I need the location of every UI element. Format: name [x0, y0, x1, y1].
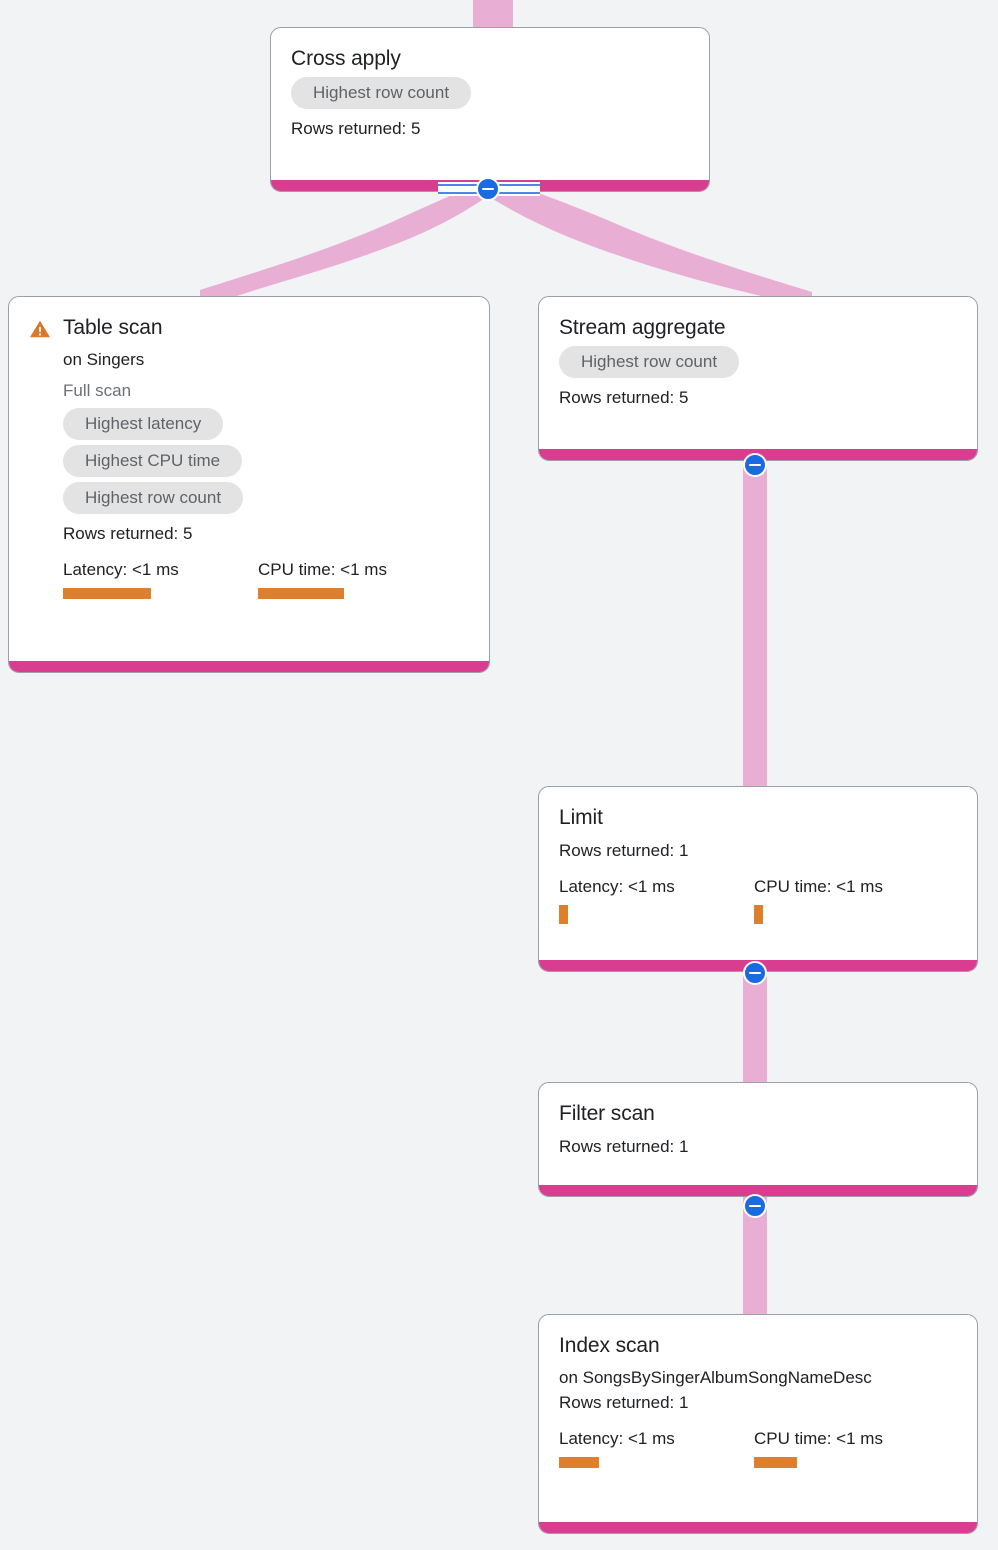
metric-cpu: CPU time: <1 ms — [754, 876, 883, 924]
edge-streamaggregate-limit — [743, 460, 767, 790]
badge-list: Highest row count — [291, 77, 689, 109]
warning-triangle-icon — [29, 320, 51, 338]
node-cross-apply[interactable]: Cross apply Highest row count Rows retur… — [270, 27, 710, 192]
badge-highest-cpu-time: Highest CPU time — [63, 445, 243, 477]
badge-highest-row-count: Highest row count — [559, 346, 740, 378]
node-body: Stream aggregate Highest row count Rows … — [539, 297, 977, 449]
rows-returned: Rows returned: 5 — [559, 388, 689, 407]
metric-latency-label: Latency: <1 ms — [63, 560, 179, 579]
node-body: Limit Rows returned: 1 Latency: <1 ms CP… — [539, 787, 977, 960]
node-header: Table scan — [29, 314, 469, 341]
node-table-scan[interactable]: Table scan on Singers Full scan Highest … — [8, 296, 490, 673]
edge-crossapply-tablescan — [200, 180, 488, 302]
node-scan-type: Full scan — [63, 381, 132, 400]
node-title: Table scan — [63, 316, 163, 339]
badge-highest-row-count: Highest row count — [291, 77, 472, 109]
node-header: Filter scan — [559, 1100, 957, 1127]
node-title: Index scan — [559, 1334, 660, 1357]
rows-returned: Rows returned: 5 — [291, 119, 421, 138]
node-footer-bar — [9, 661, 489, 672]
node-limit[interactable]: Limit Rows returned: 1 Latency: <1 ms CP… — [538, 786, 978, 972]
node-body: Filter scan Rows returned: 1 — [539, 1083, 977, 1185]
node-subtitle: on SongsBySingerAlbumSongNameDesc — [559, 1368, 872, 1387]
node-footer-bar — [539, 1185, 977, 1196]
collapse-toggle-filter-scan[interactable] — [743, 1194, 767, 1218]
node-stream-aggregate[interactable]: Stream aggregate Highest row count Rows … — [538, 296, 978, 461]
badge-highest-row-count: Highest row count — [63, 482, 244, 514]
metric-cpu-label: CPU time: <1 ms — [754, 1429, 883, 1448]
rows-returned: Rows returned: 1 — [559, 1393, 689, 1412]
rows-returned: Rows returned: 1 — [559, 1137, 689, 1156]
node-filter-scan[interactable]: Filter scan Rows returned: 1 — [538, 1082, 978, 1197]
metric-latency-bar — [559, 1457, 599, 1468]
edge-incoming-top — [473, 0, 513, 30]
badge-list: Highest latency Highest CPU time Highest… — [63, 408, 469, 514]
metrics-row: Latency: <1 ms CPU time: <1 ms — [559, 1428, 957, 1468]
node-header: Cross apply — [291, 45, 689, 72]
metric-latency-label: Latency: <1 ms — [559, 1429, 675, 1448]
badge-highest-latency: Highest latency — [63, 408, 224, 440]
metric-cpu: CPU time: <1 ms — [754, 1428, 883, 1468]
metric-cpu-label: CPU time: <1 ms — [754, 877, 883, 896]
node-index-scan[interactable]: Index scan on SongsBySingerAlbumSongName… — [538, 1314, 978, 1534]
node-subtitle: on Singers — [63, 350, 145, 369]
metric-cpu-bar — [754, 1457, 797, 1468]
node-body: Index scan on SongsBySingerAlbumSongName… — [539, 1315, 977, 1522]
node-header: Limit — [559, 804, 957, 831]
metric-cpu-label: CPU time: <1 ms — [258, 560, 387, 579]
rows-returned: Rows returned: 5 — [63, 524, 193, 543]
node-title: Filter scan — [559, 1102, 655, 1125]
node-title: Limit — [559, 806, 603, 829]
node-title: Cross apply — [291, 47, 401, 70]
badge-list: Highest row count — [559, 346, 957, 378]
node-header: Stream aggregate — [559, 314, 957, 341]
node-title: Stream aggregate — [559, 316, 726, 339]
node-footer-bar — [539, 1522, 977, 1533]
metric-latency-bar — [63, 588, 151, 599]
metrics-row: Latency: <1 ms CPU time: <1 ms — [63, 559, 469, 599]
metric-latency: Latency: <1 ms — [63, 559, 258, 599]
metric-latency-bar — [559, 905, 568, 924]
metric-cpu: CPU time: <1 ms — [258, 559, 387, 599]
node-body: Table scan on Singers Full scan Highest … — [9, 297, 489, 661]
rows-returned: Rows returned: 1 — [559, 841, 689, 860]
metric-cpu-bar — [258, 588, 344, 599]
metric-cpu-bar — [754, 905, 763, 924]
node-body: Cross apply Highest row count Rows retur… — [271, 28, 709, 180]
metric-latency: Latency: <1 ms — [559, 876, 754, 924]
collapse-toggle-limit[interactable] — [743, 961, 767, 985]
metric-latency-label: Latency: <1 ms — [559, 877, 675, 896]
metric-latency: Latency: <1 ms — [559, 1428, 754, 1468]
collapse-toggle-cross-apply[interactable] — [476, 177, 500, 201]
node-header: Index scan — [559, 1332, 957, 1359]
edge-crossapply-streamaggregate — [488, 180, 812, 302]
metrics-row: Latency: <1 ms CPU time: <1 ms — [559, 876, 957, 924]
collapse-toggle-stream-aggregate[interactable] — [743, 453, 767, 477]
